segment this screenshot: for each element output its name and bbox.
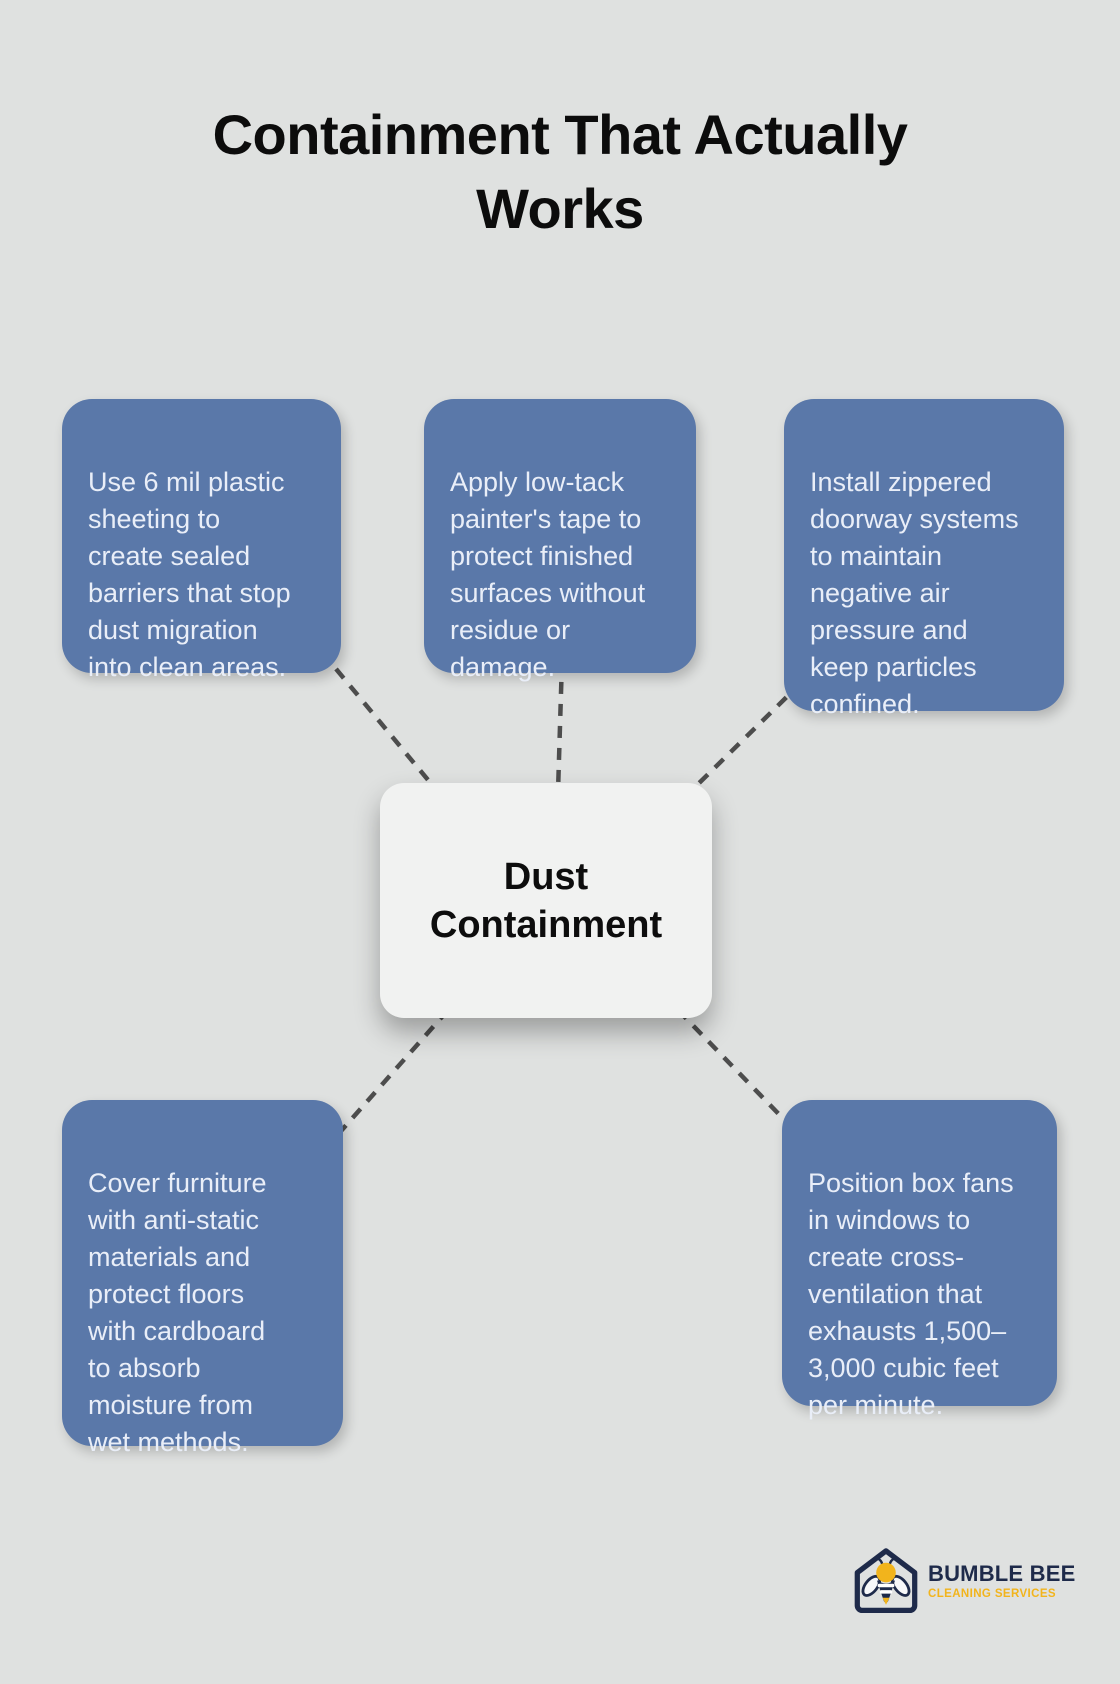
node-top-right: Install zippered doorway systems to main… — [784, 399, 1064, 719]
node-top-center-text: Apply low-tack painter's tape to protect… — [450, 467, 646, 682]
node-top-left-text: Use 6 mil plastic sheeting to create sea… — [88, 467, 291, 682]
node-bottom-left: Cover furniture with anti-static materia… — [62, 1100, 343, 1457]
connector-line-top-left — [320, 650, 440, 794]
node-bottom-right-text: Position box fans in windows to create c… — [808, 1168, 1014, 1420]
connector-line-top-center — [555, 659, 565, 793]
logo-tagline: CLEANING SERVICES — [928, 1588, 1056, 1600]
node-bottom-right: Position box fans in windows to create c… — [782, 1100, 1057, 1420]
brand-logo: BUMBLE BEE CLEANING SERVICES — [850, 1546, 1075, 1616]
page-title: Containment That Actually Works — [212, 103, 908, 240]
logo-name: BUMBLE BEE — [928, 1561, 1076, 1586]
logo-text: BUMBLE BEE CLEANING SERVICES — [928, 1562, 1075, 1601]
center-node: Dust Containment — [380, 783, 712, 1018]
connector-line-bottom-left — [331, 1008, 450, 1142]
connector-line-bottom-right — [676, 1008, 802, 1138]
node-bottom-left-text: Cover furniture with anti-static materia… — [88, 1168, 267, 1457]
bee-house-icon — [854, 1548, 918, 1614]
node-top-left: Use 6 mil plastic sheeting to create sea… — [62, 399, 341, 682]
center-node-label: Dust Containment — [429, 855, 663, 946]
node-top-right-text: Install zippered doorway systems to main… — [810, 467, 1019, 719]
node-top-center: Apply low-tack painter's tape to protect… — [424, 399, 696, 682]
connector-line-top-right — [688, 680, 804, 794]
